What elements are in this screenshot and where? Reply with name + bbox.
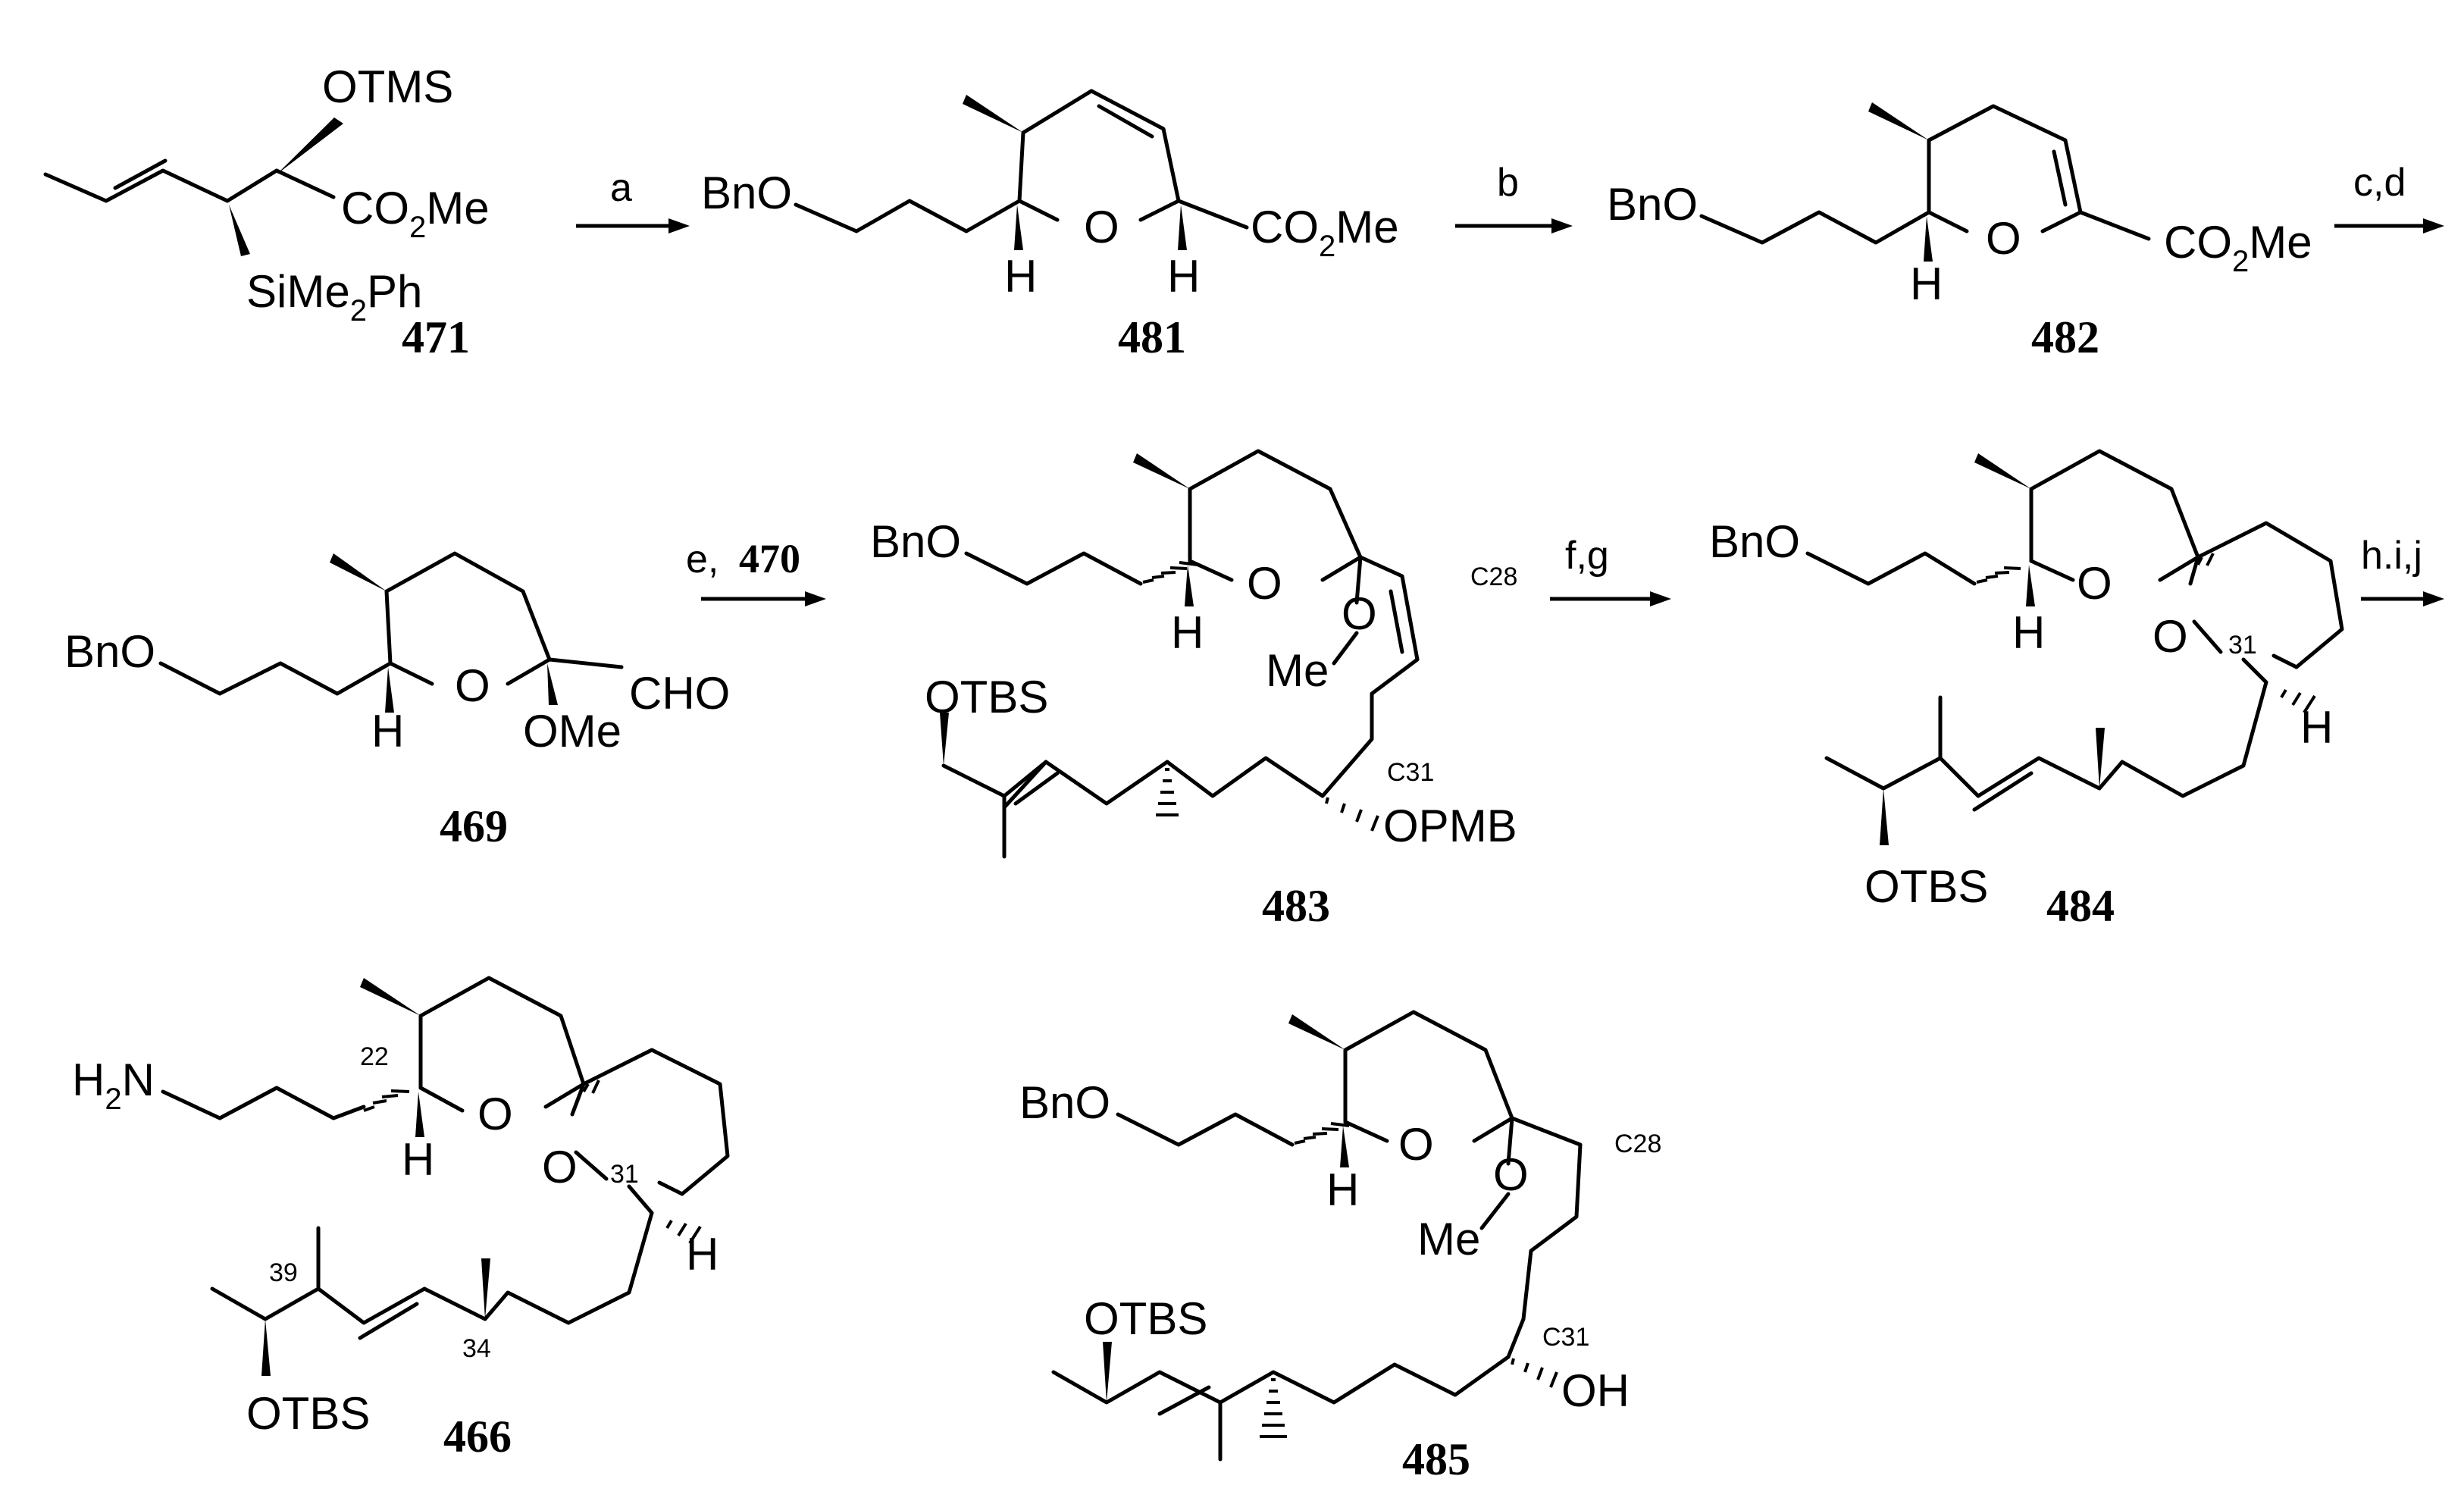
c31-label: C31 <box>1387 758 1434 787</box>
h-label: H <box>2300 702 2333 753</box>
bno-label: BnO <box>870 516 961 567</box>
arrow-hij: h.i,j <box>2361 534 2444 606</box>
ring-oxygen: O <box>1084 202 1119 252</box>
methoxy-oxygen: O <box>1342 588 1377 639</box>
hashed-bond <box>582 1080 600 1094</box>
locant-22: 22 <box>360 1042 389 1071</box>
opmb-label: OPMB <box>1383 801 1517 851</box>
c31-label: C31 <box>1542 1323 1589 1352</box>
compound-466: H2N 22 O O H <box>72 976 730 1462</box>
compound-469: BnO O H CHO OMe 469 <box>64 551 730 851</box>
compound-label-466: 466 <box>443 1412 512 1462</box>
bno-label: BnO <box>1709 516 1800 567</box>
ester-label: CO2Me <box>341 183 490 244</box>
locant-31: 31 <box>610 1160 639 1189</box>
ring-oxygen: O <box>1986 213 2021 264</box>
arrow-e: e, 470 <box>686 536 826 606</box>
bno-label: BnO <box>701 168 792 218</box>
ring-oxygen: O <box>2077 558 2112 609</box>
h-label: H <box>371 706 404 757</box>
compound-label-484: 484 <box>2046 881 2115 931</box>
methyl-label: Me <box>1417 1214 1480 1264</box>
silyl-label: SiMe2Ph <box>246 266 422 327</box>
ester-label: CO2Me <box>2164 217 2312 278</box>
hashed-bond <box>1294 1122 1350 1145</box>
bno-label: BnO <box>1019 1077 1110 1128</box>
methyl-label: Me <box>1266 645 1329 696</box>
compound-484: BnO O O H H <box>1709 449 2344 931</box>
compound-label-469: 469 <box>440 801 508 851</box>
ester-label: CO2Me <box>1251 202 1399 263</box>
compound-label-471: 471 <box>402 312 470 362</box>
locant-31: 31 <box>2228 631 2257 660</box>
compound-485: BnO <box>1019 1010 1661 1484</box>
c28-label: C28 <box>1470 562 1517 591</box>
locant-34: 34 <box>462 1334 491 1363</box>
hashed-bond <box>2280 688 2316 714</box>
hydroxyl-label: OH <box>1561 1365 1630 1416</box>
locant-39: 39 <box>269 1258 298 1287</box>
arrow-fg: f,g <box>1550 534 1671 606</box>
c28-label: C28 <box>1614 1130 1661 1158</box>
amine-label: H2N <box>72 1054 155 1116</box>
ring-oxygen: O <box>455 660 490 711</box>
compound-481: BnO O H H CO2Me 481 <box>701 89 1399 362</box>
h-label: H <box>1326 1164 1359 1215</box>
h-label: H <box>1171 607 1204 658</box>
arrow-b: b <box>1455 161 1573 233</box>
reagent-e-compound: 470 <box>739 536 800 581</box>
compound-label-482: 482 <box>2031 312 2099 362</box>
h-label: H <box>686 1229 719 1280</box>
reagent-hij: h.i,j <box>2361 534 2422 578</box>
ring-oxygen: O <box>477 1089 513 1139</box>
otbs-label: OTBS <box>1864 861 1988 912</box>
compound-471: OTMS CO2Me SiMe2Ph 471 <box>43 61 490 362</box>
compound-label-481: 481 <box>1118 312 1186 362</box>
hashed-bond <box>1156 768 1179 816</box>
hashed-bond <box>1511 1358 1558 1388</box>
hashed-bond <box>1260 1378 1287 1438</box>
h-label: H <box>1167 251 1200 302</box>
otbs-label: OTBS <box>925 672 1048 722</box>
arrow-cd: c,d <box>2334 161 2444 233</box>
compound-label-483: 483 <box>1262 881 1330 931</box>
otbs-label: OTBS <box>1084 1293 1207 1344</box>
compound-label-485: 485 <box>1402 1434 1470 1484</box>
reagent-b: b <box>1497 161 1519 205</box>
hashed-bond <box>2196 553 2215 566</box>
h-label: H <box>1910 259 1943 309</box>
aldehyde-label: CHO <box>629 668 730 719</box>
ring-oxygen: O <box>1398 1119 1434 1170</box>
ring-oxygen: O <box>1247 558 1282 609</box>
hashed-bond <box>363 1089 410 1112</box>
hashed-bond <box>1976 566 2021 584</box>
hashed-bond <box>665 1219 702 1245</box>
h-label: H <box>1004 251 1037 302</box>
h-label: H <box>2012 607 2045 658</box>
ring-oxygen: O <box>542 1142 578 1192</box>
h-label: H <box>402 1134 434 1185</box>
otbs-label: OTBS <box>246 1388 370 1439</box>
bno-label: BnO <box>64 626 155 677</box>
otms-label: OTMS <box>322 61 453 112</box>
bno-label: BnO <box>1607 179 1698 230</box>
arrow-a: a <box>576 166 690 233</box>
reagent-a: a <box>610 166 632 210</box>
compound-483: BnO <box>870 449 1517 931</box>
reagent-fg: f,g <box>1565 534 1609 578</box>
hashed-bond <box>1325 797 1379 832</box>
methoxy-label: OMe <box>523 706 621 757</box>
reagent-e: e, <box>686 537 719 581</box>
methoxy-oxygen: O <box>1493 1149 1529 1200</box>
compound-482: BnO O H CO2Me 482 <box>1607 102 2312 362</box>
reagent-cd: c,d <box>2353 161 2406 205</box>
ring-oxygen: O <box>2152 611 2188 662</box>
